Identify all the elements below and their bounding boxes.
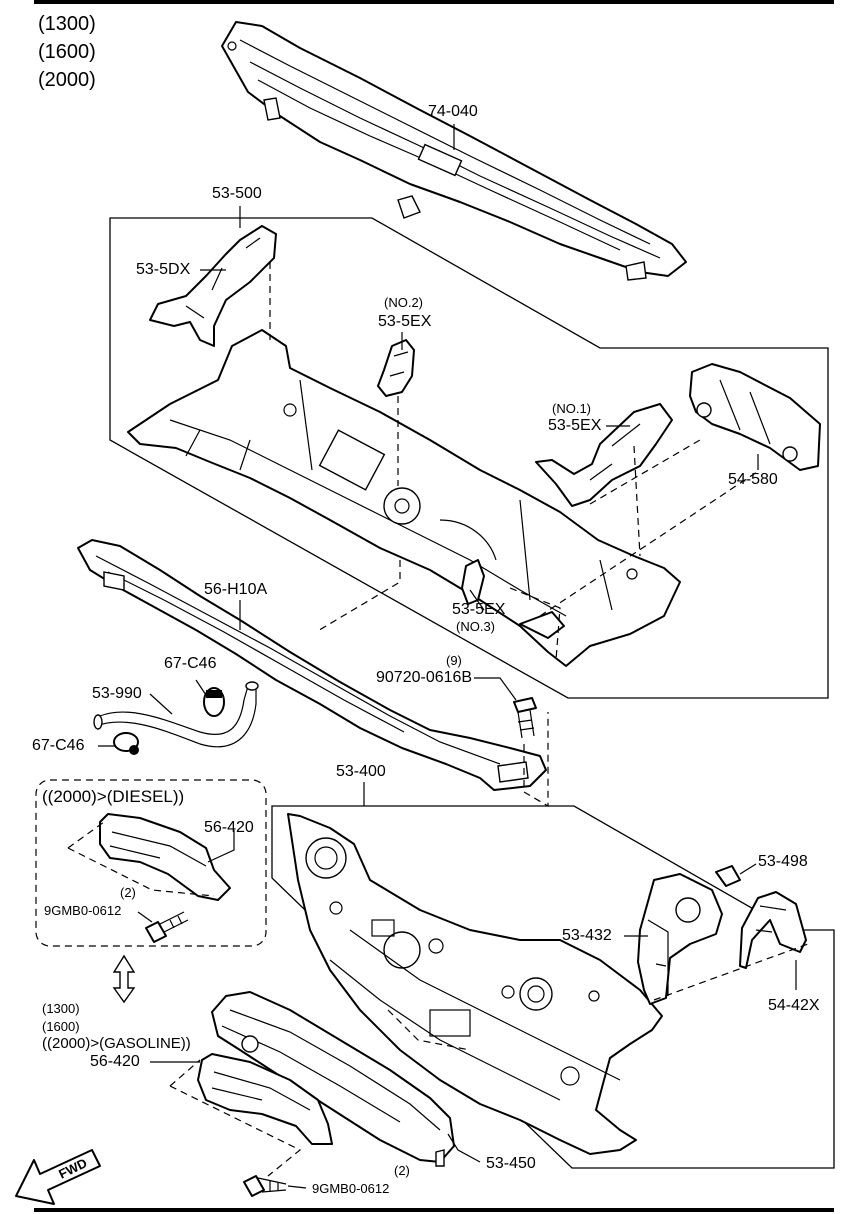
- interchange-arrow-icon: [112, 954, 136, 1004]
- hose-53-990: [93, 681, 259, 748]
- duct-56-h10a: [77, 539, 547, 791]
- diesel-group-label: ((2000)>(DIESEL)): [42, 787, 185, 806]
- bracket-53-5ex-no1: [535, 403, 673, 507]
- part-label-53-990: 53-990: [92, 685, 142, 702]
- duct-56-420-gasoline: [197, 1053, 333, 1145]
- diesel-box: [35, 779, 267, 947]
- part-label-53-450: 53-450: [486, 1155, 536, 1172]
- gasoline-group-1600: (1600): [42, 1019, 80, 1034]
- model-label-1600: (1600): [38, 41, 96, 63]
- gasoline-group-1300: (1300): [42, 1001, 80, 1016]
- model-label-1300: (1300): [38, 13, 96, 35]
- part-note-no3: (NO.3): [456, 619, 495, 634]
- bracket-53-5dx: [149, 225, 277, 347]
- part-label-9gmb0-0612-gasoline: 9GMB0-0612: [312, 1181, 390, 1196]
- part-label-53-5dx: 53-5DX: [136, 261, 191, 278]
- gasoline-group-2000: ((2000)>(GASOLINE)): [42, 1035, 191, 1052]
- leader-lines: [98, 124, 797, 1189]
- part-label-90720-0616b: 90720-0616B: [376, 669, 473, 686]
- quantity-label-9: (9): [446, 653, 462, 668]
- bolt-90720-0616b: [513, 697, 537, 739]
- part-note-no2: (NO.2): [384, 295, 423, 310]
- part-label-67-c46-b: 67-C46: [32, 737, 85, 754]
- part-label-53-500: 53-500: [212, 185, 262, 202]
- bolt-9gmb0-0612-diesel: [145, 911, 189, 943]
- clamp-67-c46-a: [203, 687, 225, 717]
- part-label-53-400: 53-400: [336, 763, 386, 780]
- part-label-74-040: 74-040: [428, 103, 478, 120]
- quantity-label-2-b: (2): [394, 1163, 410, 1178]
- insulator-54-42x: [739, 891, 807, 969]
- bracket-53-5ex-no3: [461, 559, 565, 639]
- part-label-53-5ex-no2: 53-5EX: [378, 313, 432, 330]
- top-rule: [34, 0, 834, 4]
- dash-panel-upper: [127, 329, 681, 667]
- model-label-2000: (2000): [38, 69, 96, 91]
- cowl-lower-53-450: [211, 991, 455, 1167]
- dashed-guides: [67, 262, 809, 1177]
- part-label-53-5ex-no1: 53-5EX: [548, 417, 602, 434]
- part-label-56-420-diesel: 56-420: [204, 819, 254, 836]
- quantity-label-2-a: (2): [120, 885, 136, 900]
- bolt-9gmb0-0612-gasoline: [243, 1175, 287, 1197]
- clamp-67-c46-b: [113, 732, 139, 755]
- part-label-54-580: 54-580: [728, 471, 778, 488]
- part-label-56-420-gasoline: 56-420: [90, 1053, 140, 1070]
- part-label-56-h10a: 56-H10A: [204, 581, 268, 598]
- part-label-53-5ex-no3: 53-5EX: [452, 601, 506, 618]
- bottom-rule: [34, 1208, 834, 1212]
- bracket-53-5ex-no2: [377, 339, 415, 397]
- cowl-top-panel: [221, 21, 687, 281]
- bracket-53-432: [637, 873, 723, 1005]
- part-label-67-c46-a: 67-C46: [164, 655, 217, 672]
- clip-53-498: [715, 865, 741, 887]
- insulator-54-580: [689, 363, 821, 471]
- part-note-no1: (NO.1): [552, 401, 591, 416]
- part-label-53-432: 53-432: [562, 927, 612, 944]
- part-label-9gmb0-0612-diesel: 9GMB0-0612: [44, 903, 122, 918]
- part-label-54-42x: 54-42X: [768, 997, 820, 1014]
- group-box-53-500: [109, 217, 829, 699]
- duct-56-420-diesel: [99, 813, 231, 901]
- fwd-arrow-icon: [15, 1149, 101, 1205]
- part-label-53-498: 53-498: [758, 853, 808, 870]
- dash-panel-lower: [287, 813, 663, 1155]
